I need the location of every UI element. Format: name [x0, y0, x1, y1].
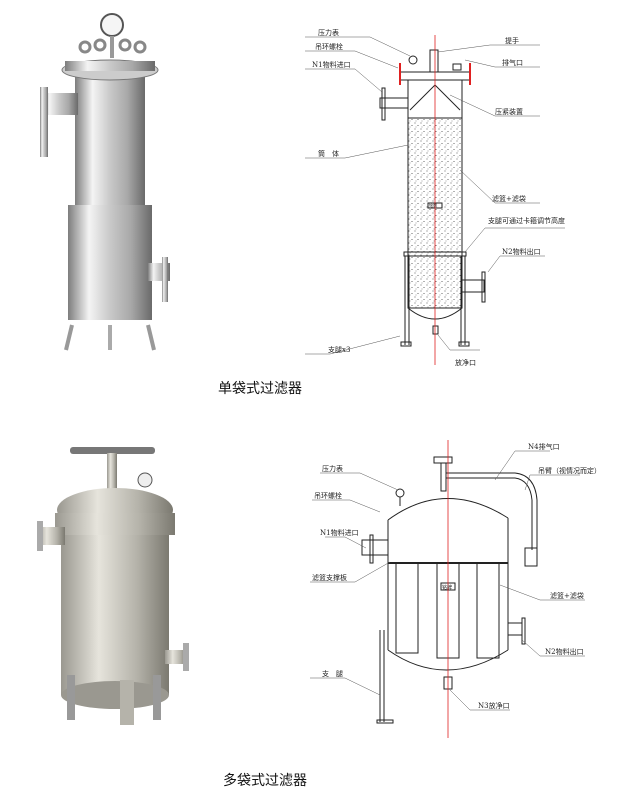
mlabel-basket-bag: 滤篮+滤袋: [550, 591, 584, 600]
label-shell: 筒 体: [318, 149, 339, 158]
mlabel-support-plate: 滤篮支撑板: [312, 573, 347, 582]
mlabel-arm: 吊臂（视情况而定）: [538, 466, 601, 475]
label-pressure-gauge: 压力表: [318, 28, 339, 37]
label-legs: 支腿x3: [328, 345, 350, 354]
mlabel-legs: 支 腿: [322, 669, 343, 678]
label-handle: 提手: [505, 36, 519, 45]
mlabel-vent: N4排气口: [528, 442, 560, 451]
mlabel-inlet: N1物料进口: [320, 528, 359, 537]
mlabel-pressure-gauge: 压力表: [322, 464, 343, 473]
single-bag-filter-photo: [40, 13, 170, 351]
label-vent: 排气口: [502, 58, 523, 67]
mlabel-drain: N3放净口: [478, 701, 510, 710]
label-eye-bolt: 吊环螺栓: [315, 42, 343, 51]
multi-bag-diagram: 压力表 吊环螺栓 N1物料进口 滤篮支撑板 支 腿 N4排气口 吊臂（视情况而定…: [310, 440, 601, 738]
label-drain: 放净口: [455, 358, 476, 367]
label-basket-bag: 滤篮+滤袋: [492, 194, 526, 203]
multi-bag-filter-photo: [37, 447, 189, 725]
mlabel-outlet: N2物料出口: [545, 647, 584, 656]
mlabel-eye-bolt: 吊环螺栓: [314, 491, 342, 500]
multi-bag-caption: 多袋式过滤器: [223, 773, 307, 789]
label-clamp-device: 压紧装置: [495, 107, 523, 116]
single-bag-caption: 单袋式过滤器: [218, 381, 302, 397]
label-nameplate: 铭牌: [429, 202, 437, 208]
label-inlet: N1物料进口: [312, 60, 351, 69]
single-bag-diagram: 压力表 吊环螺栓 N1物料进口 筒 体 支腿x3 提手 排气口 压紧装置 滤篮+…: [305, 28, 565, 367]
label-outlet: N2物料出口: [502, 247, 541, 256]
mlabel-nameplate: 铭牌: [442, 584, 452, 591]
label-leg-adjust: 支腿可通过卡箍调节高度: [488, 216, 565, 225]
